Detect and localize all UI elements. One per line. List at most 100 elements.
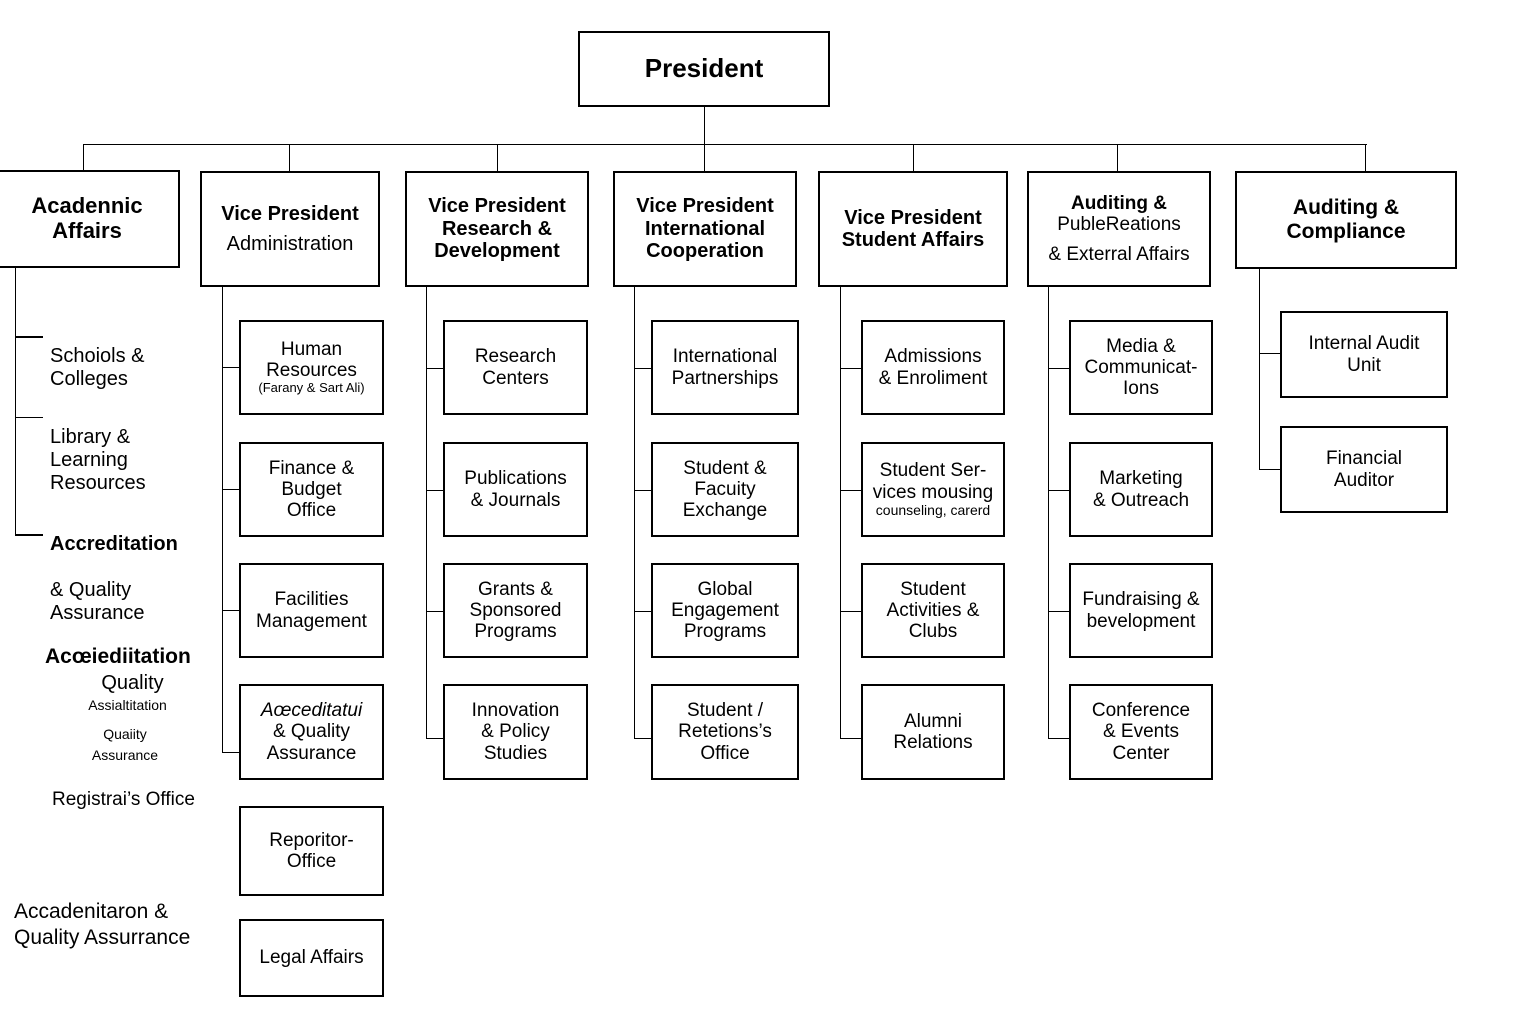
node-internal-audit-unit-line1: Internal Audit (1308, 333, 1420, 355)
node-fundraising-development[interactable]: Fundraising & bevelopment (1069, 563, 1213, 658)
node-publications-journals-line1: Publications (464, 468, 567, 490)
node-legal-affairs-line1: Legal Affairs (259, 947, 364, 969)
node-vp-administration-line2: Administration (226, 233, 354, 255)
node-vp-international-line3: Cooperation (646, 240, 764, 263)
node-international-partnerships[interactable]: International Partnerships (651, 320, 799, 415)
connector-stub-research-centers (426, 368, 444, 369)
node-auditing-compliance-line1: Auditing & (1292, 196, 1400, 220)
connector-stub-grants-sponsored (426, 611, 444, 612)
node-alumni-relations[interactable]: Alumni Relations (861, 684, 1005, 780)
item-library-learning-resources[interactable]: Library & Learning Resources (50, 403, 230, 495)
text-accreditation-garbled-4: Quaiity (103, 726, 147, 742)
node-auditing-compliance-line2: Compliance (1286, 220, 1406, 243)
connector-drop-auditing-compliance (1365, 144, 1366, 172)
item-schools-colleges[interactable]: Schoiols & Colleges (50, 322, 230, 391)
connector-drop-academic-affairs (83, 144, 84, 172)
node-student-services-line1: Student Ser- (879, 460, 987, 482)
connector-stub-accreditation (15, 534, 43, 536)
node-student-services-line2: vices mousing (872, 481, 994, 503)
node-human-resources-line2: Resources (266, 360, 357, 382)
node-innovation-policy-studies[interactable]: Innovation & Policy Studies (443, 684, 588, 780)
connector-stub-student-services (840, 490, 862, 491)
connector-spine-auditing-public-relations (1048, 287, 1049, 739)
node-publications-journals-line2: & Journals (470, 489, 561, 511)
node-marketing-outreach[interactable]: Marketing & Outreach (1069, 442, 1213, 537)
node-finance-budget-line1: Finance & (268, 457, 355, 479)
node-reporitor-office-line2: Office (286, 851, 337, 872)
node-vp-student-affairs-line2: Student Affairs (841, 229, 985, 251)
node-financial-auditor-line1: Financial (1325, 448, 1403, 470)
node-human-resources[interactable]: Human Resources (Farany & Sart Ali) (239, 320, 384, 415)
node-global-engagement-line2: Engagement (671, 599, 779, 621)
node-admissions-enrolment-line2: & Enroliment (878, 367, 988, 389)
node-student-activities-line3: Clubs (908, 621, 958, 643)
node-media-communications-line2: Communicat- (1084, 356, 1198, 378)
node-innovation-policy-line3: Studies (483, 742, 548, 764)
node-media-communications-line1: Media & (1106, 335, 1176, 357)
node-grants-sponsored-programs[interactable]: Grants & Sponsored Programs (443, 563, 588, 658)
connector-stub-global-engagement (634, 611, 652, 612)
item-accreditation-quality-assurance[interactable]: Accreditation & Quality Assurance (50, 510, 230, 625)
connector-stub-facilities-management (222, 610, 240, 611)
node-grants-sponsored-line1: Grants & (478, 578, 553, 600)
node-student-services[interactable]: Student Ser- vices mousing counseling, c… (861, 442, 1005, 537)
node-internal-audit-unit[interactable]: Internal Audit Unit (1280, 311, 1448, 398)
connector-distribution-bar (83, 144, 1367, 145)
item-library-learning-resources-label: Library & Learning Resources (50, 426, 146, 494)
node-finance-budget-office[interactable]: Finance & Budget Office (239, 442, 384, 537)
node-conference-events-line1: Conference (1091, 700, 1191, 722)
connector-drop-vp-research-development (497, 144, 498, 172)
node-research-centers-line1: Research (474, 346, 557, 368)
node-accreditation-quality-admin[interactable]: Aœceditatui & Quality Assurance (239, 684, 384, 780)
node-vp-research-development[interactable]: Vice President Research & Development (405, 171, 589, 287)
node-media-communications[interactable]: Media & Communicat- Ions (1069, 320, 1213, 415)
node-research-centers[interactable]: Research Centers (443, 320, 588, 415)
node-president-label: President (644, 53, 764, 84)
node-vp-research-development-line3: Development (434, 240, 560, 263)
text-registrar-office[interactable]: Registrai’s Office (52, 789, 195, 810)
node-admissions-enrolment[interactable]: Admissions & Enroliment (861, 320, 1005, 415)
node-vp-student-affairs-line1: Vice President (844, 206, 982, 229)
node-publications-journals[interactable]: Publications & Journals (443, 442, 588, 537)
node-admissions-enrolment-line1: Admissions (884, 346, 982, 368)
node-vp-international-line1: Vice President (636, 195, 774, 218)
node-legal-affairs[interactable]: Legal Affairs (239, 919, 384, 997)
node-auditing-compliance[interactable]: Auditing & Compliance (1235, 171, 1457, 269)
node-vp-student-affairs[interactable]: Vice President Student Affairs (818, 171, 1008, 287)
connector-stub-schools-colleges (15, 336, 43, 338)
node-auditing-public-relations[interactable]: Auditing & PubleReations & Exterral Affa… (1027, 171, 1211, 287)
node-president[interactable]: President (578, 31, 830, 107)
node-vp-international-cooperation[interactable]: Vice President International Cooperation (613, 171, 797, 287)
node-human-resources-sub: (Farany & Sart Ali) (258, 380, 365, 396)
text-accreditation-garbled-5: Assurance (91, 747, 159, 763)
node-global-engagement-line3: Programs (683, 621, 767, 643)
node-conference-events-center[interactable]: Conference & Events Center (1069, 684, 1213, 780)
connector-stub-international-partnerships (634, 368, 652, 369)
node-fundraising-development-line1: Fundraising & (1082, 589, 1200, 611)
connector-stub-accreditation-quality-admin (222, 752, 240, 753)
node-student-faculty-exchange[interactable]: Student & Facuity Exchange (651, 442, 799, 537)
node-fundraising-development-line2: bevelopment (1086, 610, 1196, 632)
node-student-activities-clubs[interactable]: Student Activities & Clubs (861, 563, 1005, 658)
node-financial-auditor[interactable]: Financial Auditor (1280, 426, 1448, 513)
node-human-resources-line1: Human (280, 338, 343, 360)
node-finance-budget-line2: Budget (281, 478, 342, 500)
connector-stub-fundraising-development (1048, 611, 1070, 612)
node-reporitor-office[interactable]: Reporitor- Office (239, 806, 384, 896)
node-student-retentions-office[interactable]: Student / Retetions’s Office (651, 684, 799, 780)
connector-stub-student-retentions (634, 738, 652, 739)
connector-stub-student-activities (840, 611, 862, 612)
node-academic-affairs[interactable]: Acadennic Affairs (0, 170, 180, 268)
node-innovation-policy-line1: Innovation (471, 700, 560, 722)
node-vp-research-development-line2: Research & (441, 217, 553, 240)
node-global-engagement-programs[interactable]: Global Engagement Programs (651, 563, 799, 658)
connector-spine-vp-administration (222, 287, 223, 753)
node-auditing-public-relations-line3: & Exterral Affairs (1048, 243, 1190, 265)
node-research-centers-line2: Centers (482, 367, 549, 389)
node-student-activities-line1: Student (900, 578, 966, 600)
node-facilities-management[interactable]: Facilities Management (239, 563, 384, 658)
node-accreditation-quality-admin-line3: Assurance (266, 742, 357, 764)
connector-stub-financial-auditor (1259, 469, 1281, 470)
node-vp-administration[interactable]: Vice President Administration (200, 171, 380, 287)
text-accreditation-footer-1: Accadenitaron & (14, 900, 169, 923)
